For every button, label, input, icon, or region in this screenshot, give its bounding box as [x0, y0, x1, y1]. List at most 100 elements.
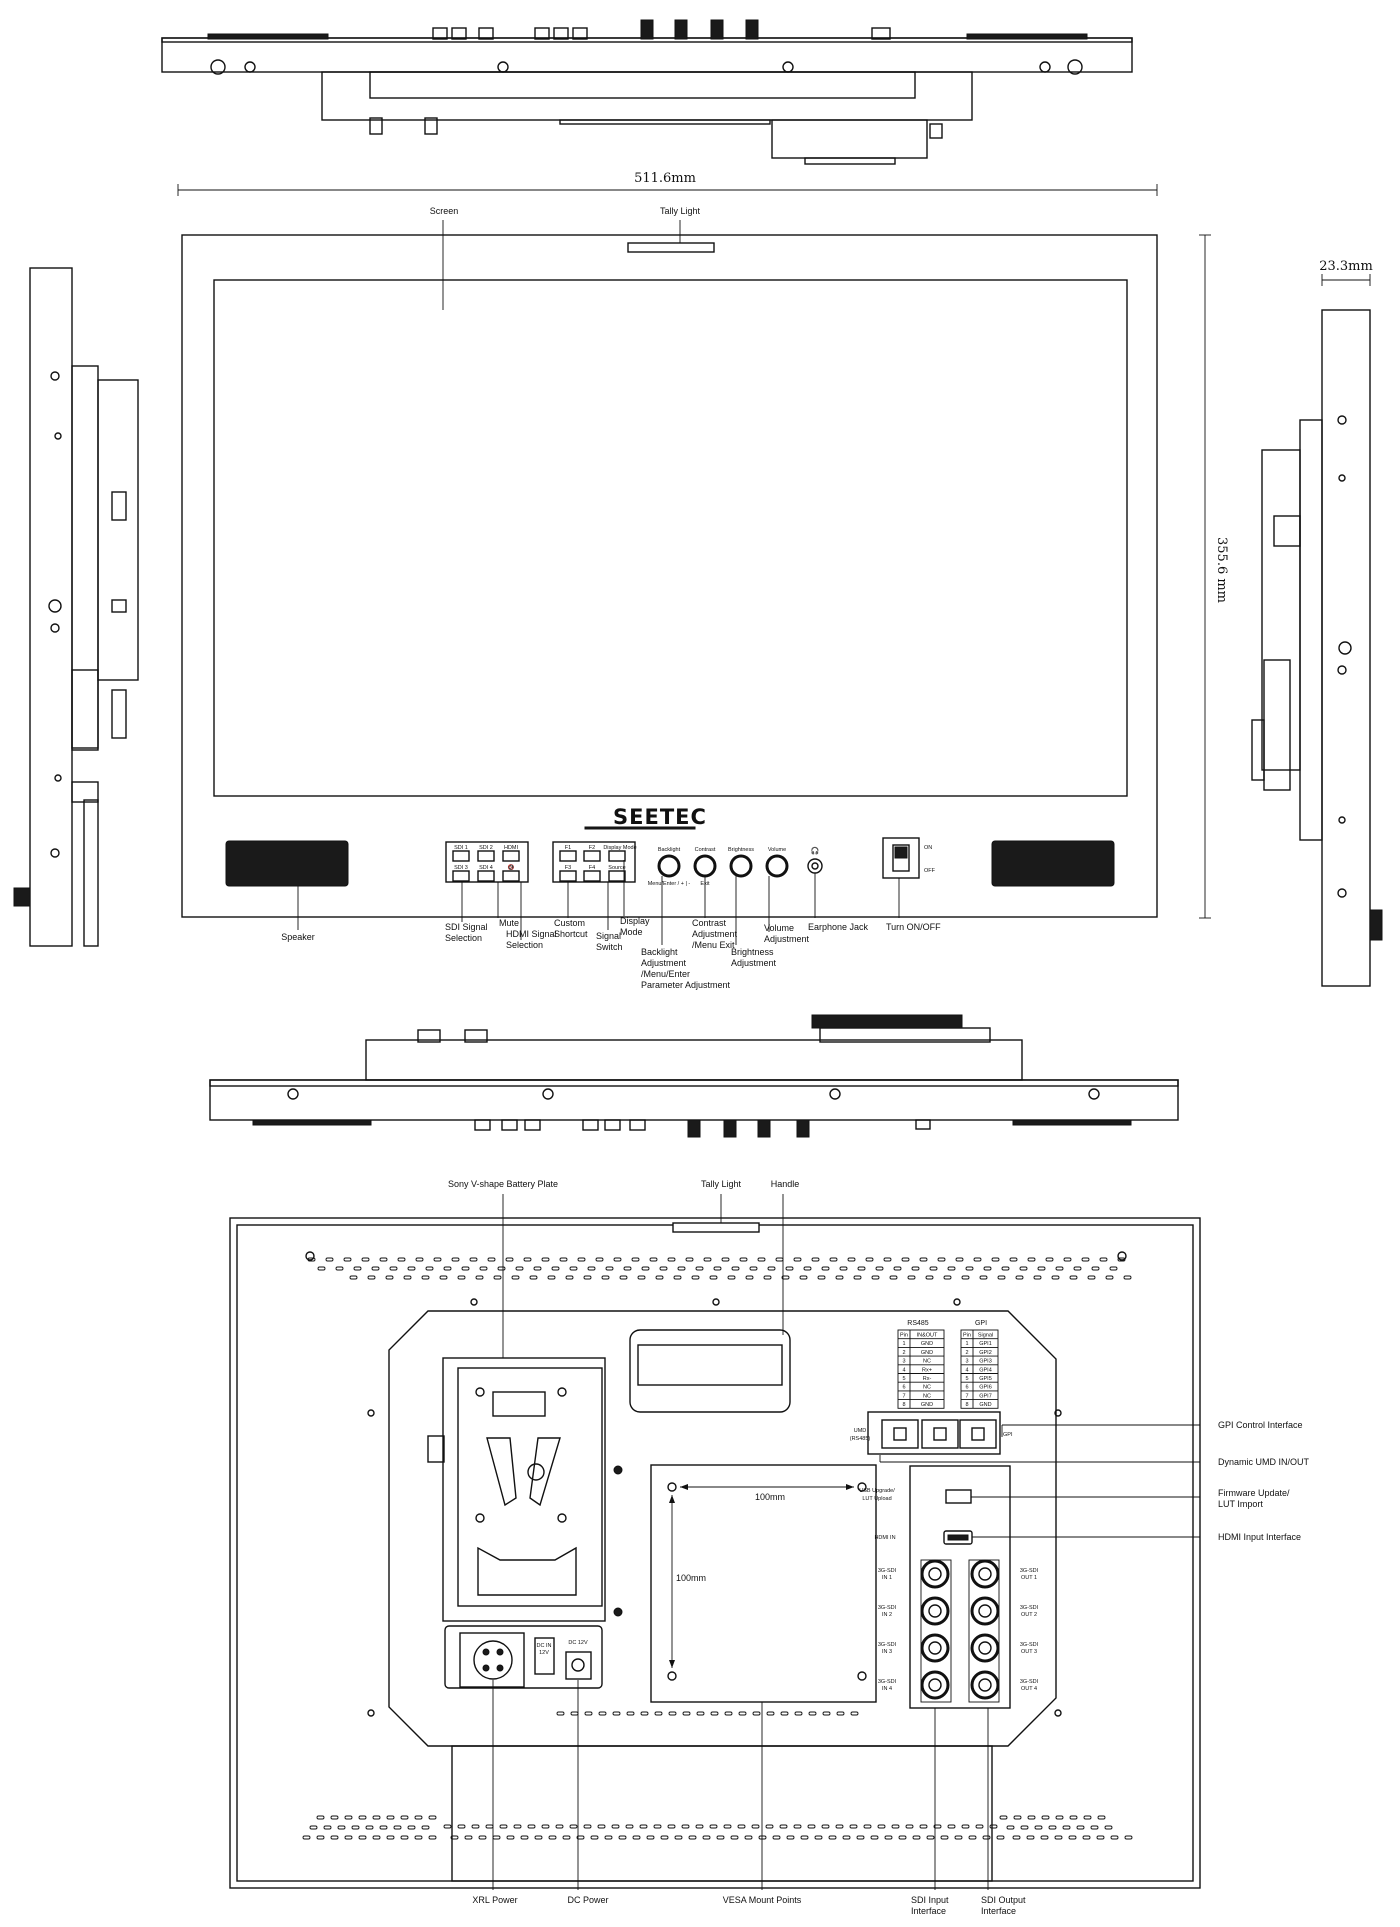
rs485-signal-cell: Rx- — [923, 1376, 932, 1382]
gpi-title: GPI — [975, 1320, 987, 1327]
usb-port[interactable] — [945, 1489, 972, 1504]
vent-slot — [667, 1824, 676, 1829]
sdi4-button[interactable] — [477, 870, 495, 882]
xlr-power-connector[interactable] — [473, 1640, 513, 1680]
gpi-pin-cell: Pin — [963, 1333, 971, 1339]
rs485-signal-cell: Rx+ — [922, 1367, 932, 1373]
vent-slot — [307, 1257, 316, 1262]
sdi-out-2-connector[interactable] — [970, 1596, 1000, 1626]
f2-button[interactable] — [583, 850, 601, 862]
f3-button[interactable] — [559, 870, 577, 882]
gpi-port-label: GPI — [1003, 1432, 1013, 1438]
vent-slot — [587, 1266, 596, 1271]
btn-source-label: Source — [608, 865, 625, 871]
vent-slot — [379, 1825, 388, 1830]
callout-volume-1: Volume — [764, 923, 794, 933]
vent-slot — [1015, 1275, 1024, 1280]
sdi3-button[interactable] — [452, 870, 470, 882]
vent-slot — [595, 1257, 604, 1262]
umd-port-1[interactable] — [881, 1419, 919, 1449]
handle[interactable] — [629, 1329, 791, 1413]
vent-slot — [1087, 1275, 1096, 1280]
vent-slot — [865, 1257, 874, 1262]
vent-slot — [893, 1266, 902, 1271]
vesa-v-dimension: 100mm — [676, 1573, 706, 1583]
btn-f4-label: F4 — [589, 865, 595, 871]
rs485-title: RS485 — [907, 1320, 929, 1327]
sdi1-button[interactable] — [452, 850, 470, 862]
vent-slot — [696, 1711, 705, 1716]
vent-slot — [785, 1266, 794, 1271]
vent-slot — [716, 1835, 725, 1840]
rs485-pin-cell: 2 — [902, 1350, 905, 1356]
btn-f1-label: F1 — [565, 845, 571, 851]
power-switch[interactable] — [882, 837, 920, 879]
vent-slot — [877, 1824, 886, 1829]
vent-slot — [772, 1835, 781, 1840]
sdi-in-label: 3G-SDI — [878, 1568, 897, 1574]
callout-sdi-output-2: Interface — [981, 1906, 1016, 1916]
callout-battery-plate: Sony V-shape Battery Plate — [448, 1179, 558, 1189]
backlight-knob[interactable] — [657, 854, 681, 878]
vent-slot — [541, 1824, 550, 1829]
vent-slot — [703, 1257, 712, 1262]
earphone-jack[interactable] — [807, 858, 823, 874]
rs485-pin-cell: 4 — [902, 1367, 905, 1373]
sdi-out-label: 3G-SDI — [1020, 1568, 1039, 1574]
f1-button[interactable] — [559, 850, 577, 862]
vent-slot — [898, 1835, 907, 1840]
vent-slot — [577, 1257, 586, 1262]
mute-button[interactable] — [502, 870, 520, 882]
sdi-out-4-connector[interactable] — [970, 1670, 1000, 1700]
vent-slot — [556, 1711, 565, 1716]
vent-slot — [688, 1835, 697, 1840]
rs485-signal-cell: GND — [921, 1350, 933, 1356]
vent-slot — [478, 1835, 487, 1840]
sdi-in-1-connector[interactable] — [920, 1559, 950, 1589]
knob-volume-label: Volume — [768, 847, 786, 853]
vent-slot — [961, 1275, 970, 1280]
vent-slot — [919, 1824, 928, 1829]
rs485-pin-cell: 8 — [902, 1402, 905, 1408]
callout-handle: Handle — [771, 1179, 800, 1189]
vent-slot — [385, 1275, 394, 1280]
vent-slot — [1033, 1275, 1042, 1280]
vent-slot — [1104, 1825, 1113, 1830]
gpi-port[interactable] — [959, 1419, 997, 1449]
source-button[interactable] — [608, 870, 626, 882]
btn-sdi2-label: SDI 2 — [479, 845, 493, 851]
contrast-knob[interactable] — [693, 854, 717, 878]
sdi-in-2-connector[interactable] — [920, 1596, 950, 1626]
sdi-out-1-connector[interactable] — [970, 1559, 1000, 1589]
callout-custom-shortcut-1: Custom — [554, 918, 585, 928]
f4-button[interactable] — [583, 870, 601, 882]
hdmi-in-label: HDMI IN — [874, 1535, 895, 1541]
vent-slot — [646, 1835, 655, 1840]
vent-slot — [829, 1257, 838, 1262]
vent-slot — [856, 1835, 865, 1840]
hdmi-button[interactable] — [502, 850, 520, 862]
vent-slot — [709, 1824, 718, 1829]
sdi-out-3-connector[interactable] — [970, 1633, 1000, 1663]
sdi2-button[interactable] — [477, 850, 495, 862]
umd-port-2[interactable] — [921, 1419, 959, 1449]
vent-slot — [1006, 1825, 1015, 1830]
vent-slot — [515, 1266, 524, 1271]
vent-slot — [1109, 1266, 1118, 1271]
vent-slot — [1096, 1835, 1105, 1840]
vent-slot — [937, 1257, 946, 1262]
vent-slot — [1097, 1815, 1106, 1820]
vent-slot — [954, 1835, 963, 1840]
volume-knob[interactable] — [765, 854, 789, 878]
sdi-in-3-connector[interactable] — [920, 1633, 950, 1663]
brightness-knob[interactable] — [729, 854, 753, 878]
sdi-in-4-connector[interactable] — [920, 1670, 950, 1700]
vent-slot — [779, 1824, 788, 1829]
headphone-icon: 🎧 — [811, 846, 820, 855]
display-mode-button[interactable] — [608, 850, 626, 862]
callout-backlight-4: Parameter Adjustment — [641, 980, 731, 990]
dc-power-connector[interactable] — [565, 1651, 592, 1680]
vent-slot — [780, 1711, 789, 1716]
vent-slot — [520, 1835, 529, 1840]
hdmi-port[interactable] — [943, 1530, 973, 1545]
